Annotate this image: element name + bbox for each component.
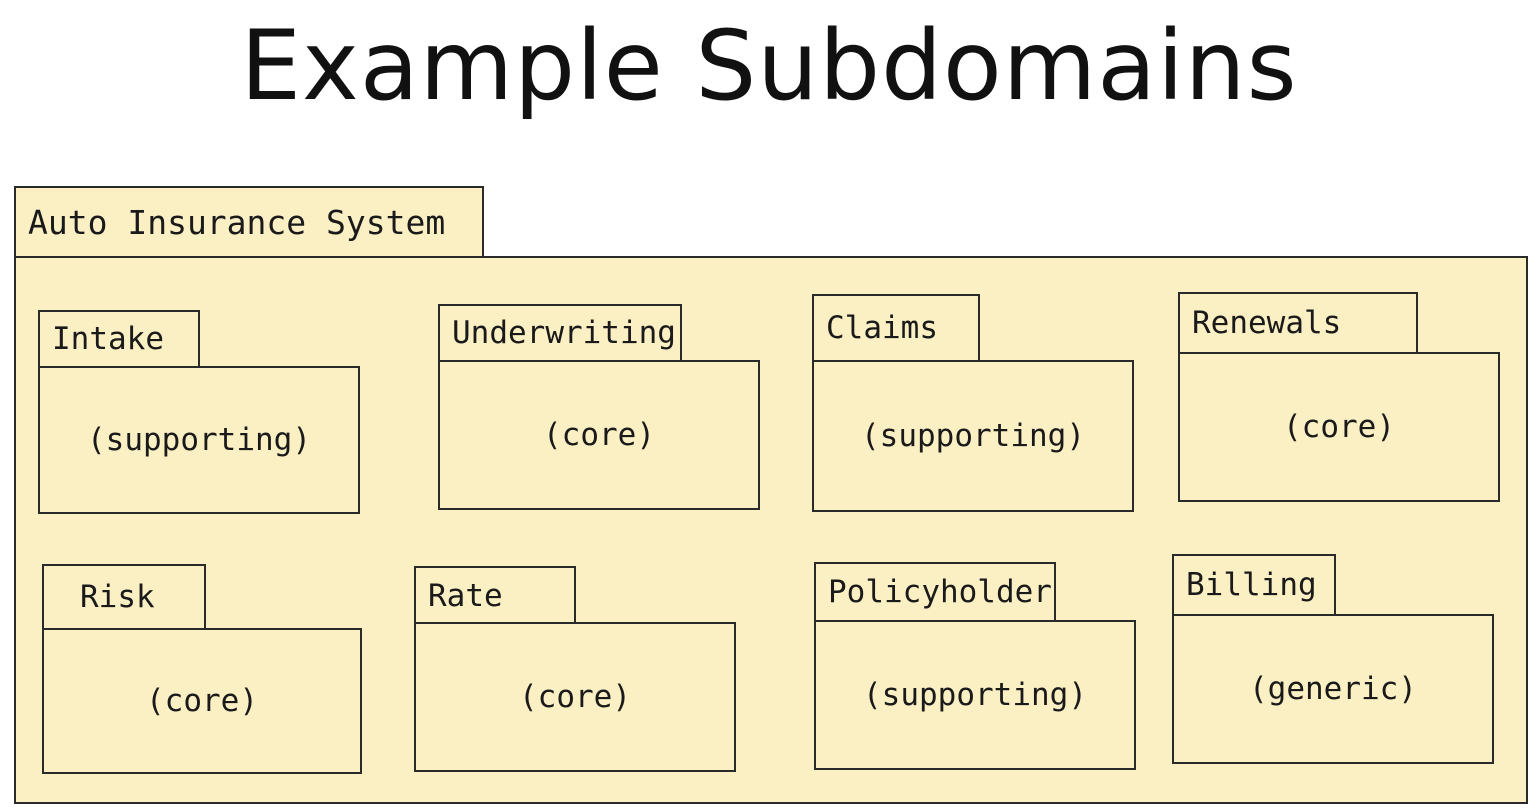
subdomain-type: (supporting) bbox=[863, 677, 1087, 713]
subdomain-type: (core) bbox=[543, 417, 655, 453]
subdomain-tab-renewals: Renewals bbox=[1178, 292, 1418, 354]
page-title: Example Subdomains bbox=[240, 10, 1298, 122]
subdomain-type: (supporting) bbox=[861, 418, 1085, 454]
subdomain-name: Billing bbox=[1186, 567, 1317, 603]
subdomain-box-billing: (generic) bbox=[1172, 614, 1494, 764]
subdomain-type: (supporting) bbox=[87, 422, 311, 458]
subdomain-box-renewals: (core) bbox=[1178, 352, 1500, 502]
subdomain-box-intake: (supporting) bbox=[38, 366, 360, 514]
subdomain-tab-underwriting: Underwriting bbox=[438, 304, 682, 362]
subdomain-name: Underwriting bbox=[452, 315, 676, 351]
subdomain-type: (generic) bbox=[1249, 671, 1417, 707]
subdomain-tab-billing: Billing bbox=[1172, 554, 1336, 616]
system-tab: Auto Insurance System bbox=[14, 186, 484, 258]
subdomain-tab-claims: Claims bbox=[812, 294, 980, 362]
subdomain-name: Claims bbox=[826, 310, 938, 346]
subdomain-name: Rate bbox=[428, 578, 503, 614]
subdomain-box-underwriting: (core) bbox=[438, 360, 760, 510]
subdomain-tab-rate: Rate bbox=[414, 566, 576, 626]
subdomain-tab-policyholder: Policyholder bbox=[814, 562, 1056, 622]
subdomain-name: Policyholder bbox=[828, 574, 1052, 610]
subdomain-box-risk: (core) bbox=[42, 628, 362, 774]
subdomain-type: (core) bbox=[519, 679, 631, 715]
subdomain-box-policyholder: (supporting) bbox=[814, 620, 1136, 770]
subdomain-type: (core) bbox=[1283, 409, 1395, 445]
subdomain-name: Renewals bbox=[1192, 305, 1342, 341]
subdomain-name: Intake bbox=[52, 321, 164, 357]
subdomain-tab-intake: Intake bbox=[38, 310, 200, 368]
system-label: Auto Insurance System bbox=[28, 202, 446, 242]
subdomain-type: (core) bbox=[146, 683, 258, 719]
subdomain-box-claims: (supporting) bbox=[812, 360, 1134, 512]
subdomain-tab-risk: Risk bbox=[42, 564, 206, 630]
subdomain-name: Risk bbox=[80, 579, 155, 615]
subdomain-box-rate: (core) bbox=[414, 622, 736, 772]
